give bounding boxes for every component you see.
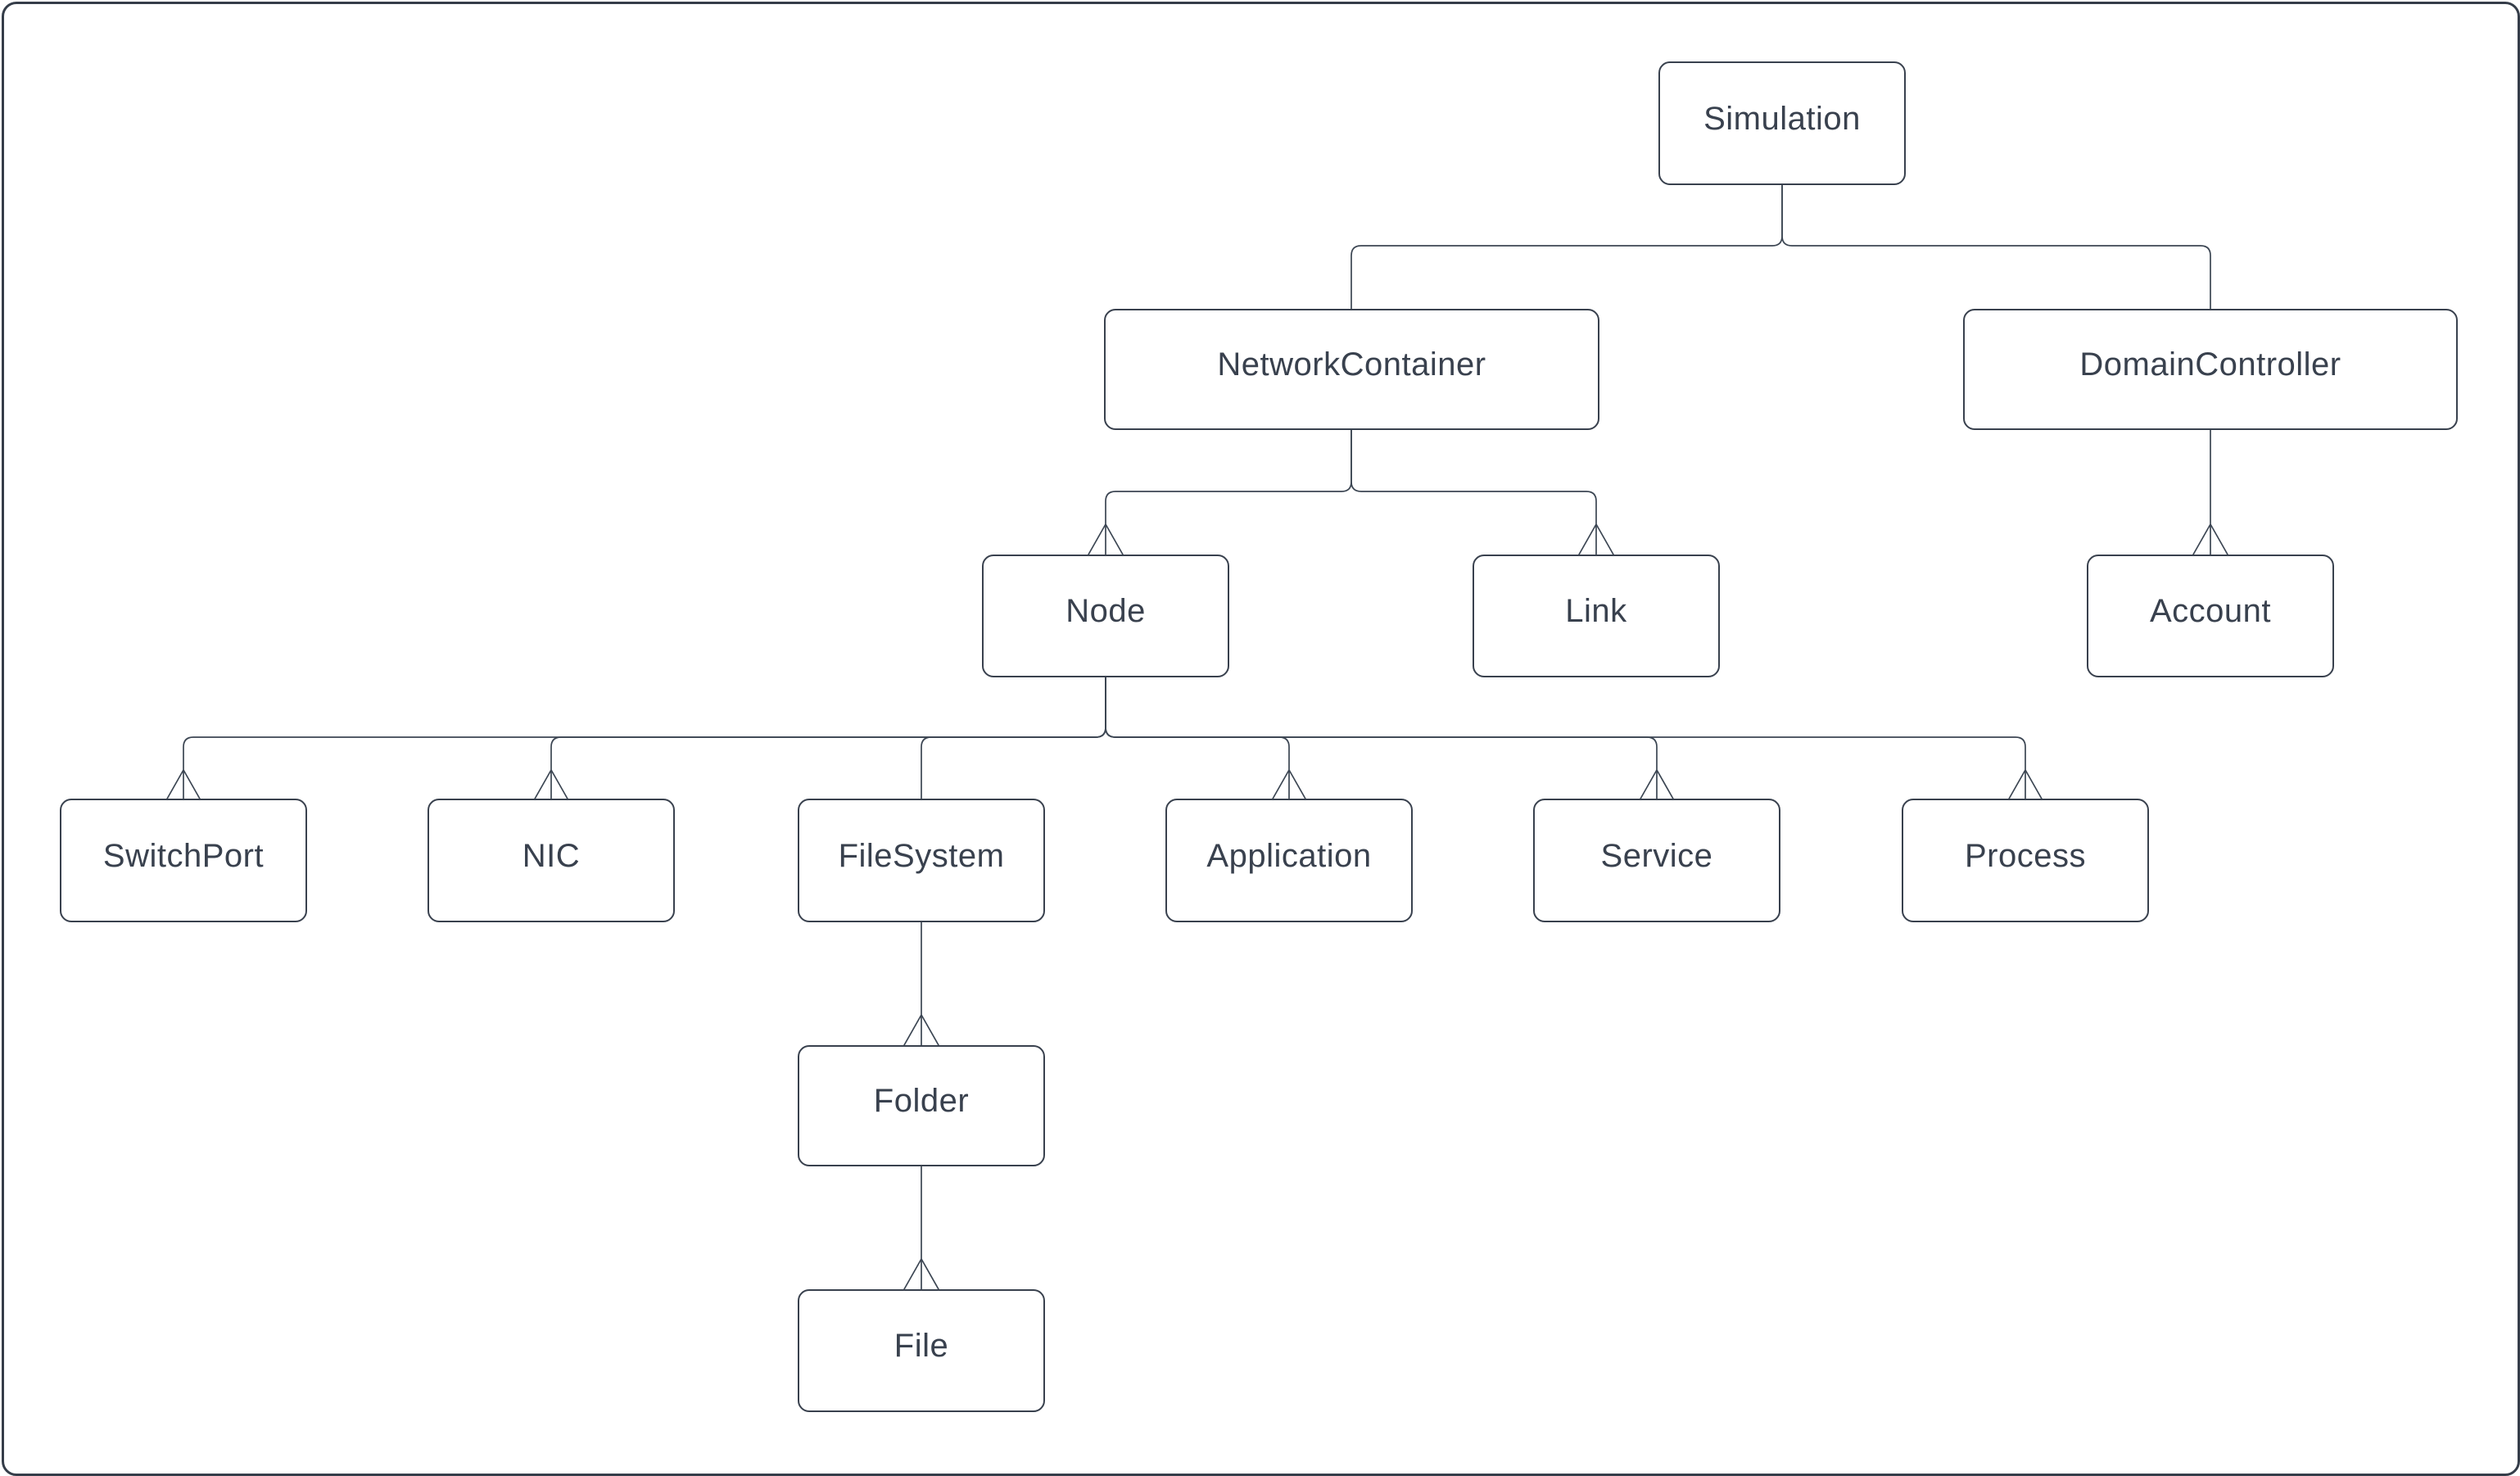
node-file[interactable]: File xyxy=(798,1289,1045,1412)
node-switch-port-label: SwitchPort xyxy=(102,837,265,874)
edge-node-nic[interactable] xyxy=(533,676,1106,801)
node-folder[interactable]: Folder xyxy=(798,1045,1045,1166)
edge-filesystem-folder[interactable] xyxy=(903,921,939,1046)
node-application[interactable]: Application xyxy=(1165,799,1413,922)
node-process[interactable]: Process xyxy=(1902,799,2149,922)
node-application-label: Application xyxy=(1206,837,1372,874)
node-simulation-label: Simulation xyxy=(1703,100,1861,137)
node-switch-port[interactable]: SwitchPort xyxy=(60,799,307,922)
node-node-label: Node xyxy=(1065,593,1146,629)
node-simulation[interactable]: Simulation xyxy=(1658,61,1906,185)
edge-node-application[interactable] xyxy=(1105,676,1307,801)
edge-node-process[interactable] xyxy=(1105,676,2043,801)
edge-node-service[interactable] xyxy=(1105,676,1675,801)
edge-simulation-networkcontainer[interactable] xyxy=(1350,184,1783,310)
node-nic-label: NIC xyxy=(522,837,581,874)
node-nic[interactable]: NIC xyxy=(428,799,675,922)
edge-folder-file[interactable] xyxy=(903,1165,939,1290)
node-node[interactable]: Node xyxy=(982,555,1229,677)
edge-simulation-domaincontroller[interactable] xyxy=(1781,184,2211,310)
node-service[interactable]: Service xyxy=(1533,799,1780,922)
node-network-container-label: NetworkContainer xyxy=(1217,346,1486,383)
edge-node-switchport[interactable] xyxy=(165,676,1106,801)
node-network-container[interactable]: NetworkContainer xyxy=(1104,309,1599,430)
edge-networkcontainer-link[interactable] xyxy=(1350,428,1614,555)
node-link[interactable]: Link xyxy=(1473,555,1720,677)
node-account-label: Account xyxy=(2149,593,2272,629)
node-folder-label: Folder xyxy=(873,1083,970,1119)
node-file-system[interactable]: FileSystem xyxy=(798,799,1045,922)
node-file-system-label: FileSystem xyxy=(838,837,1005,874)
node-file-label: File xyxy=(894,1328,949,1364)
node-link-label: Link xyxy=(1565,593,1627,629)
node-process-label: Process xyxy=(1965,837,2086,874)
node-service-label: Service xyxy=(1600,837,1713,874)
node-account[interactable]: Account xyxy=(2087,555,2334,677)
edge-networkcontainer-node[interactable] xyxy=(1088,428,1352,555)
node-domain-controller[interactable]: DomainController xyxy=(1963,309,2458,430)
node-domain-controller-label: DomainController xyxy=(2079,346,2341,383)
edge-node-filesystem[interactable] xyxy=(921,676,1106,801)
edge-domaincontroller-account[interactable] xyxy=(2192,428,2228,555)
